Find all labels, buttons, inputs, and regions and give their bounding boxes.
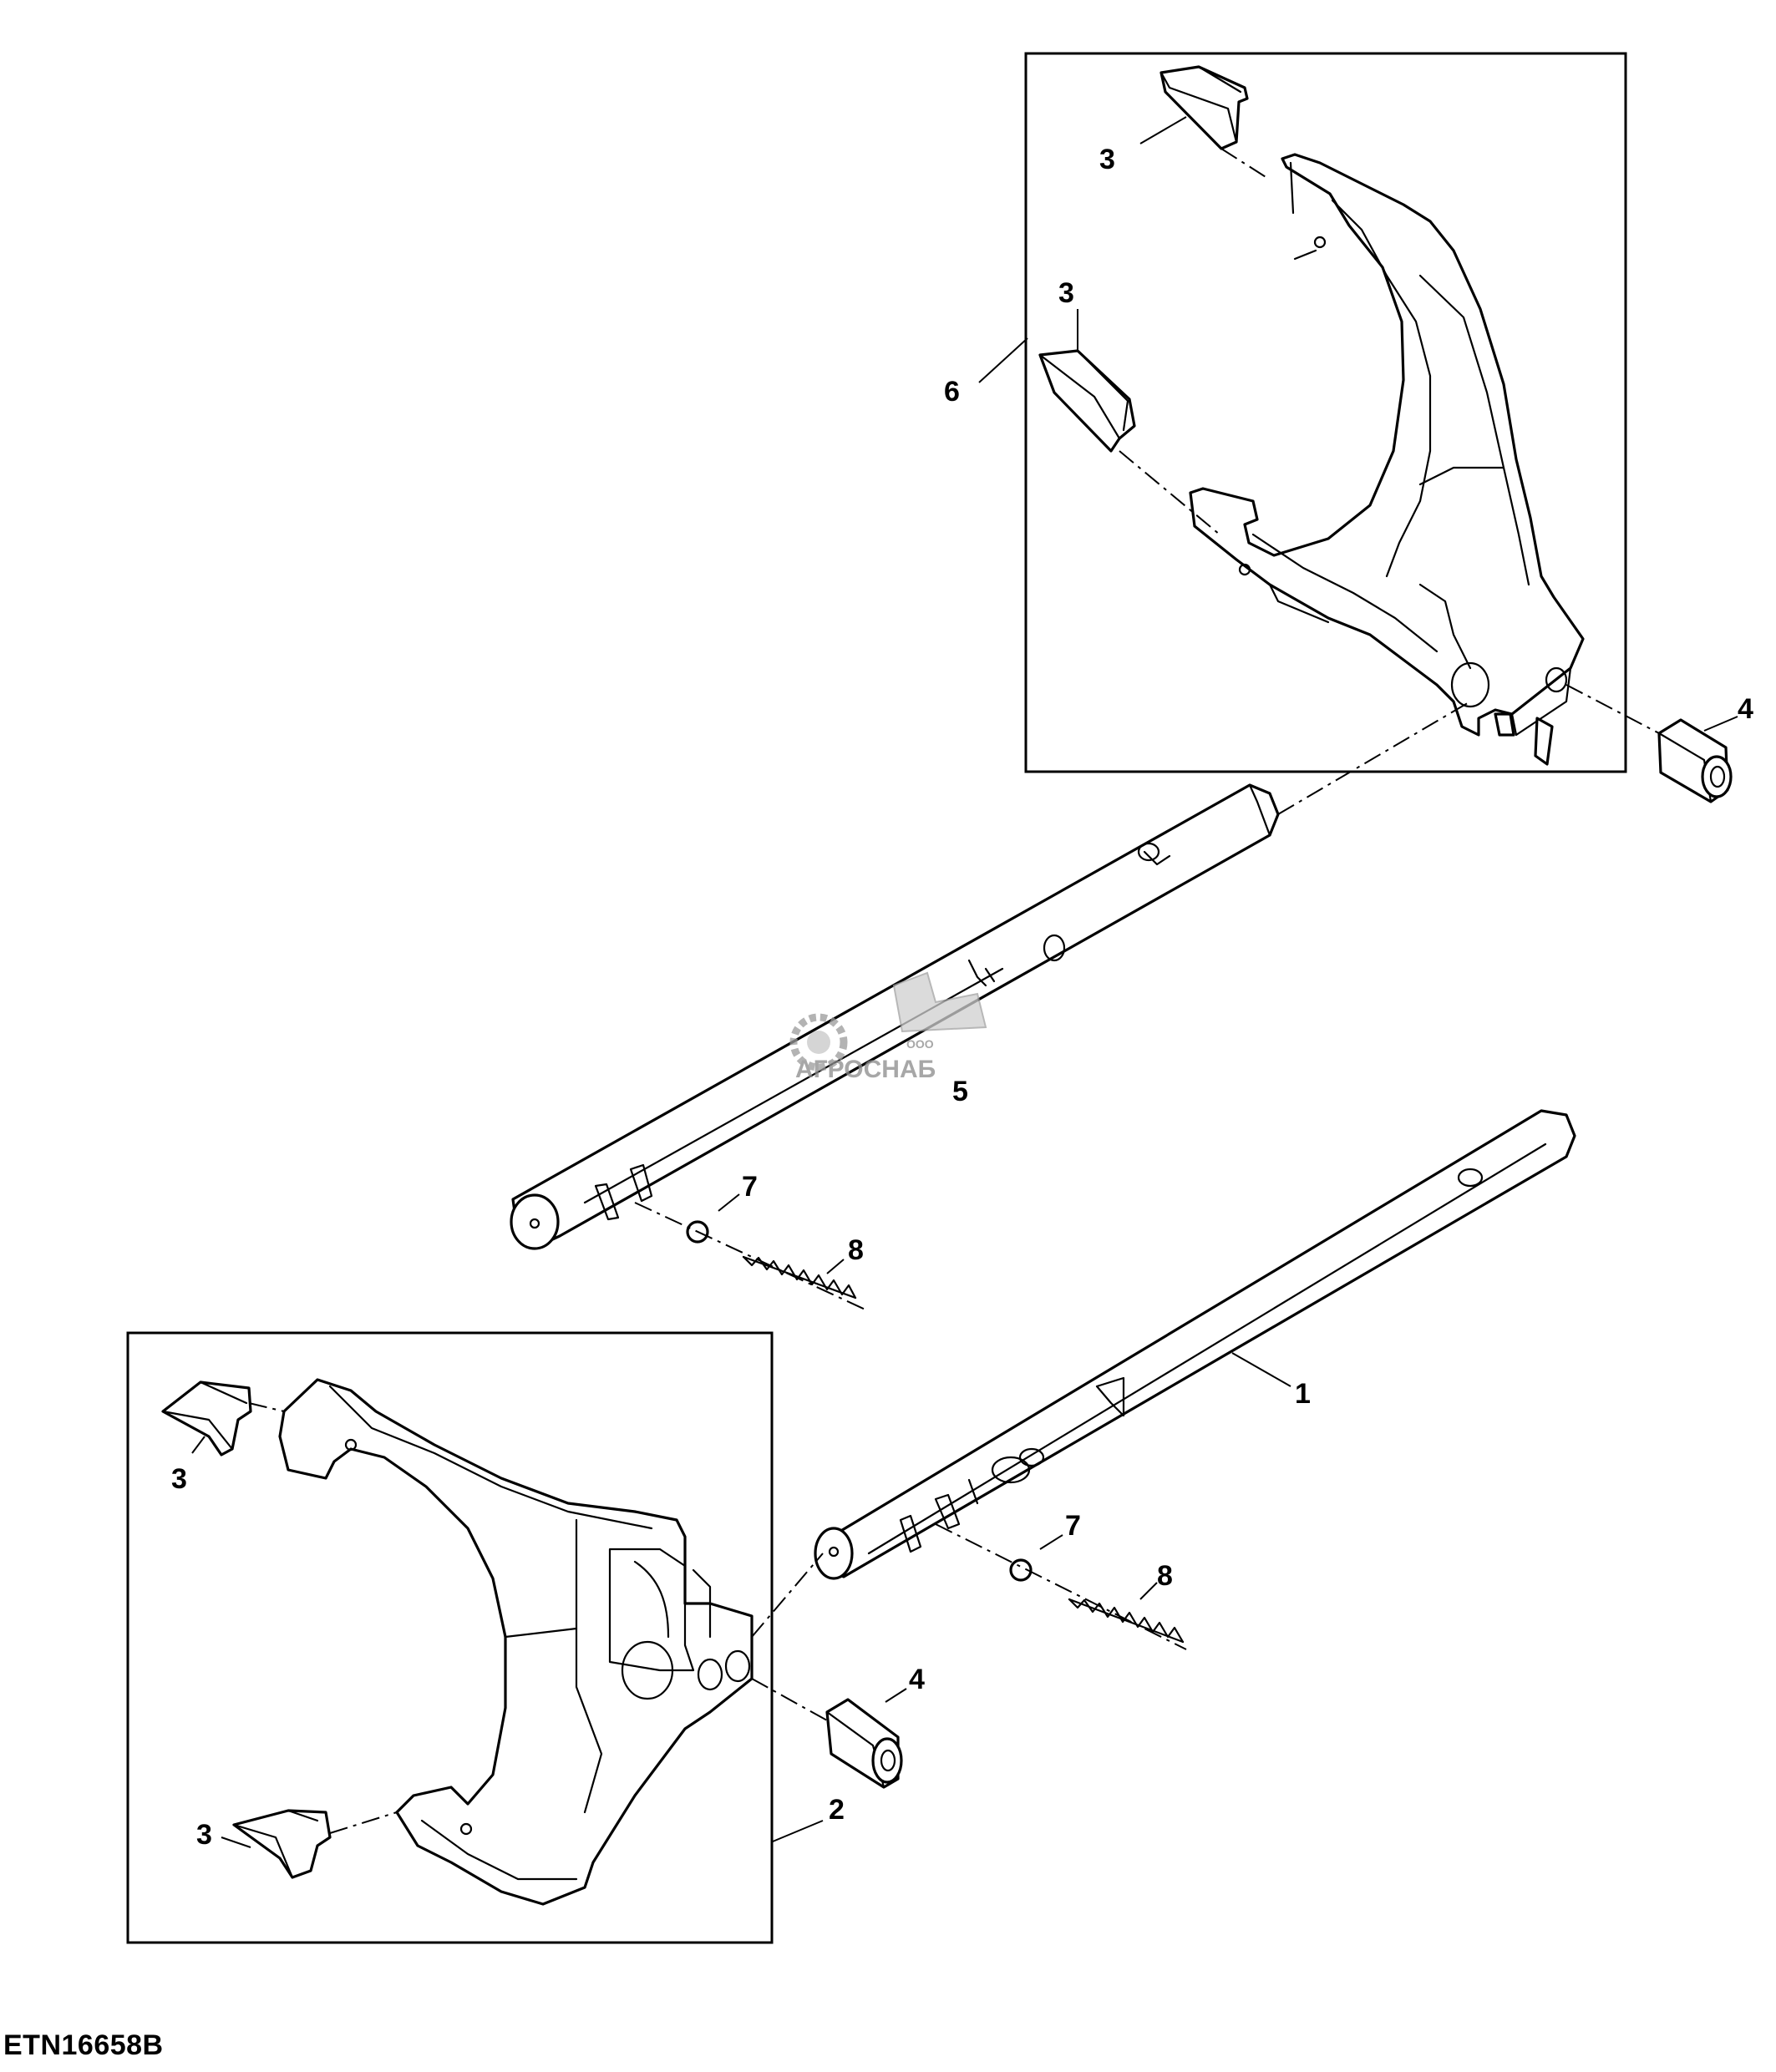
callout-7-bottom: 7 <box>1065 1510 1081 1542</box>
centerline-shoe-top <box>1220 148 1271 180</box>
leader-3-fork2-top <box>191 1436 206 1454</box>
leader-3-top <box>1139 116 1187 144</box>
centerline-shoe-fork2-top <box>248 1402 285 1412</box>
callout-3-fork6-mid: 3 <box>1058 277 1074 309</box>
callout-2: 2 <box>829 1794 845 1826</box>
centerline-detent-top <box>634 1202 870 1312</box>
fork-shoe-3-fork2-top <box>161 1380 252 1456</box>
callout-3-fork2-top: 3 <box>171 1463 187 1495</box>
centerline-bushing-bottom <box>751 1678 828 1721</box>
leader-4-top <box>1703 716 1738 732</box>
leader-6 <box>978 337 1028 383</box>
watermark-small: ООО <box>906 1037 934 1051</box>
shift-fork-6 <box>1189 153 1585 766</box>
leader-7-top <box>718 1193 740 1212</box>
leader-3-fork2-bottom <box>221 1836 251 1848</box>
centerline-bushing-top <box>1565 684 1660 734</box>
shift-rail-5 <box>510 783 1280 1250</box>
shift-fork-2 <box>278 1378 754 1906</box>
shift-rail-1 <box>814 1109 1576 1580</box>
leader-8-bottom <box>1139 1582 1158 1600</box>
centerline-shoe-mid <box>1119 450 1220 535</box>
detail-frame-fork-2 <box>126 1331 774 1944</box>
detent-ball-7-bottom <box>1009 1558 1033 1582</box>
detail-frame-fork-6 <box>1024 52 1627 773</box>
callout-6: 6 <box>944 376 960 408</box>
bushing-4-bottom <box>825 1698 903 1789</box>
watermark-brand: АГРОСНАБ <box>795 1056 936 1083</box>
leader-7-bottom <box>1039 1534 1063 1550</box>
watermark-logo: ООО АГРОСНАБ <box>789 971 987 1083</box>
callout-8-top: 8 <box>848 1234 864 1266</box>
leader-1 <box>1231 1352 1291 1387</box>
callout-8-bottom: 8 <box>1157 1560 1173 1592</box>
leader-8-top <box>826 1259 845 1274</box>
detent-spring-8-bottom <box>1068 1598 1185 1644</box>
fork-shoe-3-mid <box>1038 349 1136 453</box>
callout-7-top: 7 <box>742 1171 758 1203</box>
callout-1: 1 <box>1295 1378 1311 1410</box>
centerline-shoe-fork2-bottom <box>329 1811 398 1834</box>
detent-spring-8-top <box>742 1255 857 1299</box>
callout-3-top: 3 <box>1099 144 1115 175</box>
callout-3-fork2-bottom: 3 <box>196 1819 212 1851</box>
callout-5: 5 <box>952 1076 968 1107</box>
centerline-rail1-fork2 <box>751 1553 824 1638</box>
leader-2 <box>772 1820 824 1842</box>
leader-4-bottom <box>885 1688 907 1703</box>
centerline-rail5-fork6 <box>1277 701 1471 815</box>
fork-shoe-3-fork2-bottom <box>232 1809 332 1879</box>
figure-id: ETN16658B <box>3 2029 164 2061</box>
bushing-4-top <box>1657 718 1733 803</box>
callout-4-top: 4 <box>1738 693 1753 725</box>
fork-shoe-3-top <box>1159 65 1249 150</box>
callout-4-bottom: 4 <box>909 1664 925 1695</box>
centerline-detent-bottom <box>935 1523 1187 1650</box>
